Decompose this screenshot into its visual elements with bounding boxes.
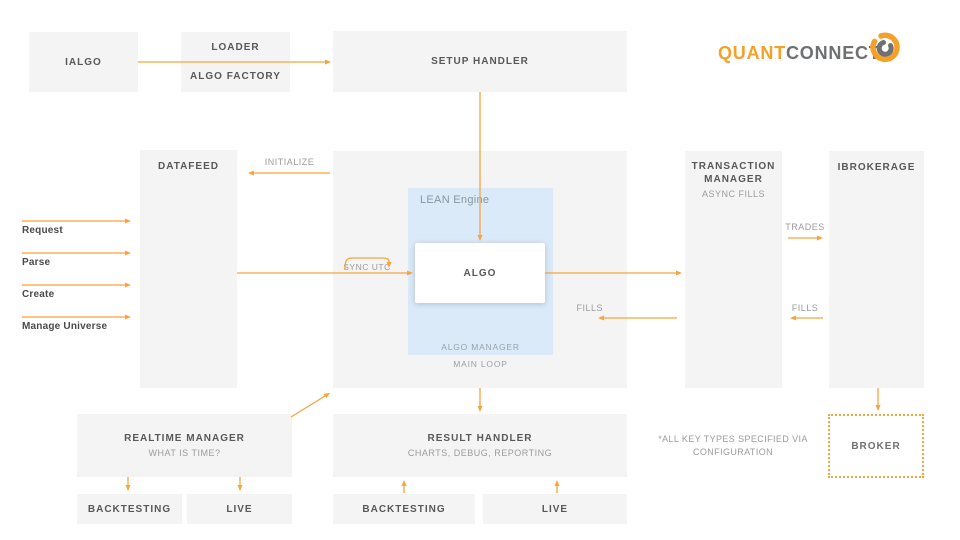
result-handler-subtitle: CHARTS, DEBUG, REPORTING <box>407 448 553 458</box>
setup-handler-title: SETUP HANDLER <box>431 56 529 67</box>
box-loader-algo-factory: LOADER ALGO FACTORY <box>181 32 290 92</box>
transaction-manager-subtitle: ASYNC FILLS <box>701 189 766 199</box>
parse-label: Parse <box>22 257 51 268</box>
footnote-line1: *ALL KEY TYPES SPECIFIED VIA <box>658 434 808 444</box>
algo-manager-label: ALGO MANAGER <box>441 342 520 352</box>
manage-universe-label: Manage Universe <box>22 321 108 332</box>
datafeed-title: DATAFEED <box>158 161 219 172</box>
live-result-title: LIVE <box>541 503 569 515</box>
transaction-manager-title: TRANSACTION MANAGER <box>691 161 776 185</box>
live-realtime-title: LIVE <box>226 503 253 515</box>
box-backtesting-realtime: BACKTESTING <box>77 494 182 524</box>
initialize-label: INITIALIZE <box>264 157 315 167</box>
sync-utc-label: SYNC UTC <box>343 262 391 272</box>
box-result-handler: RESULT HANDLER CHARTS, DEBUG, REPORTING <box>333 414 627 477</box>
box-ialgo-title: IALGO <box>65 56 102 68</box>
box-broker: BROKER <box>828 414 924 478</box>
logo-text-connect: CONNECT <box>786 43 881 63</box>
request-label: Request <box>22 225 63 236</box>
algo-factory-label: ALGO FACTORY <box>190 71 281 82</box>
box-backtesting-result: BACKTESTING <box>333 494 475 524</box>
result-handler-title: RESULT HANDLER <box>427 433 533 444</box>
box-ibrokerage: IBROKERAGE <box>829 151 924 388</box>
trades-label: TRADES <box>785 222 825 232</box>
loader-label: LOADER <box>211 42 260 53</box>
quantconnect-swirl-icon <box>870 32 900 63</box>
realtime-manager-title: REALTIME MANAGER <box>124 433 245 444</box>
arrow-realtime-to-main <box>290 392 331 418</box>
algo-title: ALGO <box>463 267 497 279</box>
create-label: Create <box>22 289 55 300</box>
ibrokerage-title: IBROKERAGE <box>837 162 916 173</box>
box-realtime-manager: REALTIME MANAGER WHAT IS TIME? <box>77 414 292 477</box>
box-datafeed: DATAFEED <box>140 150 237 388</box>
box-live-result: LIVE <box>483 494 627 524</box>
fills-label-right: FILLS <box>791 303 819 313</box>
realtime-manager-subtitle: WHAT IS TIME? <box>148 448 221 458</box>
box-algo: ALGO <box>415 243 545 303</box>
fills-label-center: FILLS <box>576 303 603 313</box>
lean-engine-title: LEAN Engine <box>420 194 490 206</box>
configuration-footnote: *ALL KEY TYPES SPECIFIED VIA CONFIGURATI… <box>653 433 813 459</box>
backtesting-realtime-title: BACKTESTING <box>87 503 172 515</box>
box-setup-handler: SETUP HANDLER <box>333 31 627 92</box>
quantconnect-logo: QUANTCONNECT <box>718 43 881 64</box>
footnote-line2: CONFIGURATION <box>692 447 774 457</box>
box-transaction-manager: TRANSACTION MANAGER ASYNC FILLS <box>685 151 782 388</box>
backtesting-result-title: BACKTESTING <box>362 503 446 515</box>
broker-title: BROKER <box>851 440 901 452</box>
main-loop-label: MAIN LOOP <box>453 359 508 369</box>
box-ialgo: IALGO <box>29 32 138 92</box>
box-live-realtime: LIVE <box>187 494 292 524</box>
logo-text-quant: QUANT <box>718 43 786 63</box>
